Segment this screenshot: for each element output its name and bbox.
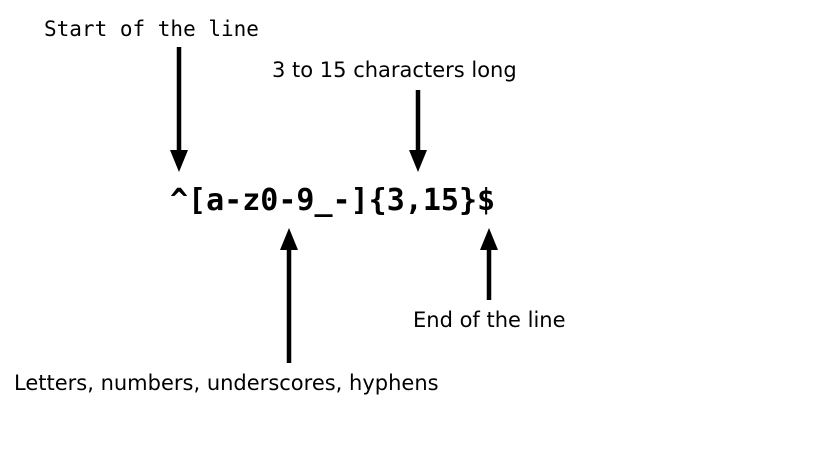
- arrow-head-end-of-line: [480, 228, 498, 250]
- arrow-head-start-of-line: [170, 150, 188, 172]
- annotation-label-start-of-line: Start of the line: [44, 17, 259, 41]
- arrow-head-character-class: [280, 228, 298, 250]
- annotation-label-length-quantifier: 3 to 15 characters long: [272, 58, 517, 82]
- arrow-head-length-quantifier: [409, 150, 427, 172]
- annotation-label-character-class: Letters, numbers, underscores, hyphens: [14, 371, 439, 395]
- regex-pattern: ^[a-z0-9_-]{3,15}$: [170, 183, 496, 218]
- annotation-label-end-of-line: End of the line: [413, 308, 566, 332]
